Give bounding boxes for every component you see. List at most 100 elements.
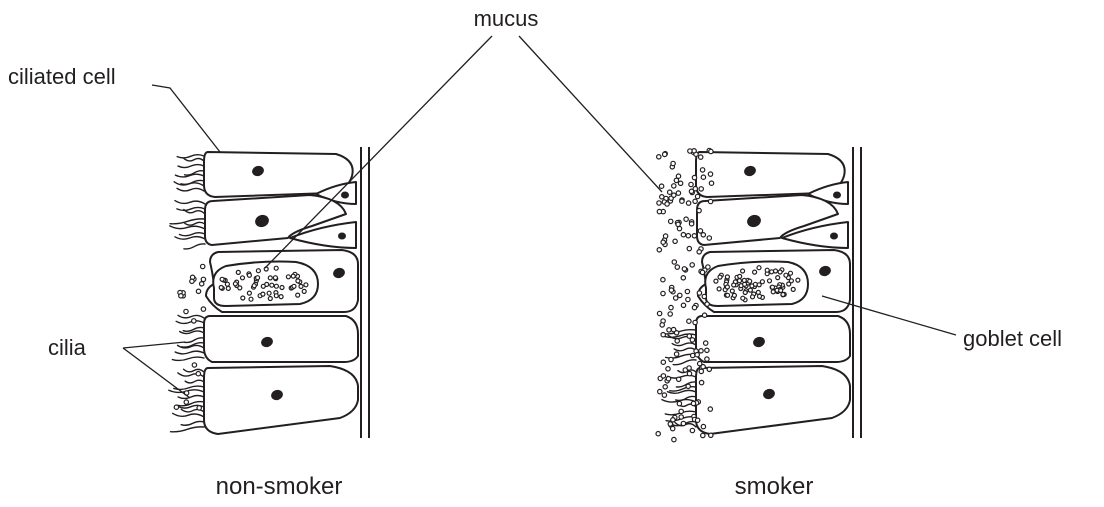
- mucus-dot: [670, 326, 677, 333]
- mucus-dot: [658, 183, 665, 190]
- mucus-dot: [255, 275, 261, 281]
- mucus-dot: [689, 427, 696, 434]
- cilium: [182, 368, 205, 373]
- mucus-dot: [660, 290, 666, 297]
- nucleus: [763, 388, 775, 400]
- mucus-dot: [698, 379, 705, 386]
- mucus-dot: [191, 362, 198, 368]
- cilium: [174, 173, 205, 178]
- mucus-dot: [668, 304, 674, 311]
- mucus-granules: [713, 265, 801, 303]
- mucus-dot: [707, 198, 714, 205]
- mucus-dot: [666, 189, 673, 196]
- mucus-dot: [670, 183, 677, 189]
- mucus-dot: [674, 264, 681, 270]
- mucus-dot: [676, 400, 683, 407]
- goblet-cell-label: goblet cell: [963, 326, 1062, 351]
- mucus-dot: [756, 265, 762, 271]
- cilium: [169, 426, 205, 433]
- mucus-dot: [686, 318, 692, 325]
- cilium: [666, 374, 697, 379]
- mucus-dot: [279, 284, 285, 291]
- mucus-dot: [731, 292, 738, 298]
- mucus-dot: [759, 279, 766, 285]
- mucus-dot: [666, 327, 672, 333]
- non-smoker-caption: non-smoker: [216, 473, 343, 500]
- mucus-dot: [747, 278, 753, 284]
- mucus-dot: [219, 276, 225, 282]
- mucus-dot: [656, 200, 662, 206]
- mucus-dot: [724, 292, 731, 298]
- ciliated-cell-3: [203, 315, 359, 363]
- mucus-dot: [689, 352, 696, 359]
- mucus-dot: [303, 282, 309, 288]
- mucus-dot: [736, 278, 743, 284]
- mucus-dot: [768, 269, 775, 275]
- mucus-dot: [688, 221, 695, 227]
- mucus-dot: [704, 356, 710, 362]
- cilium: [673, 347, 697, 352]
- leader-lines: [122, 35, 957, 399]
- mucus-dot: [700, 174, 707, 181]
- mucus-label: mucus: [474, 6, 539, 31]
- mucus-dot: [660, 276, 666, 283]
- cilium: [169, 225, 206, 230]
- cilium: [177, 314, 205, 319]
- mucus-dot: [658, 194, 665, 200]
- mucus-dot: [678, 408, 685, 415]
- cilium: [180, 420, 205, 426]
- mucus-dot: [778, 287, 784, 294]
- mucus-dot: [266, 290, 272, 296]
- cilium: [178, 231, 206, 237]
- mucus-dot: [669, 425, 676, 432]
- mucus-dot: [671, 259, 678, 265]
- cilium: [661, 398, 697, 403]
- mucus-dot: [687, 148, 693, 154]
- mucus-dot: [684, 288, 691, 295]
- mucus-dot: [655, 154, 662, 160]
- mucus-dot: [689, 337, 696, 343]
- mucus-dot: [741, 277, 747, 283]
- mucus-dot: [295, 278, 301, 284]
- cilia-leader-1: [122, 341, 186, 349]
- mucus-dot: [673, 177, 680, 184]
- cilium: [176, 154, 205, 159]
- mucus-dot: [691, 174, 698, 181]
- mucus-dot: [702, 340, 709, 346]
- mucus-dot: [696, 360, 703, 367]
- mucus-dot: [680, 420, 687, 427]
- mucus-dot: [195, 288, 202, 295]
- cilium: [671, 342, 697, 347]
- goblet-cell-leader: [821, 295, 957, 336]
- mucus-leader-right: [518, 35, 663, 193]
- mucus-dot: [260, 291, 266, 297]
- cilium: [183, 337, 205, 344]
- mucus-dot: [706, 366, 713, 373]
- mucus-dot: [724, 284, 731, 290]
- mucus-dot: [696, 290, 703, 296]
- mucus-leader-left: [264, 35, 493, 269]
- basement-membrane: [852, 147, 862, 438]
- nucleus: [255, 214, 269, 228]
- nucleus: [341, 191, 349, 199]
- mucus-dot: [680, 302, 687, 309]
- cilium: [184, 379, 205, 384]
- mucus-dot: [683, 216, 689, 223]
- nucleus: [252, 165, 264, 177]
- cilium: [173, 181, 205, 187]
- mucus-dot: [692, 198, 698, 205]
- mucus-dot: [189, 278, 195, 285]
- mucus-dot: [698, 347, 704, 354]
- mucus-dot: [731, 282, 737, 288]
- mucus-dot: [681, 266, 688, 272]
- mucus-dot: [769, 284, 776, 290]
- mucus-dot: [675, 173, 682, 180]
- mucus-dot: [659, 322, 666, 328]
- mucus-dot: [183, 308, 189, 315]
- mucus-dot: [225, 285, 231, 291]
- mucus-dot: [676, 292, 683, 299]
- mucus-dot: [795, 277, 801, 283]
- mucus-dot: [673, 329, 680, 336]
- mucus-dot: [689, 262, 696, 268]
- mucus-dot: [699, 269, 706, 276]
